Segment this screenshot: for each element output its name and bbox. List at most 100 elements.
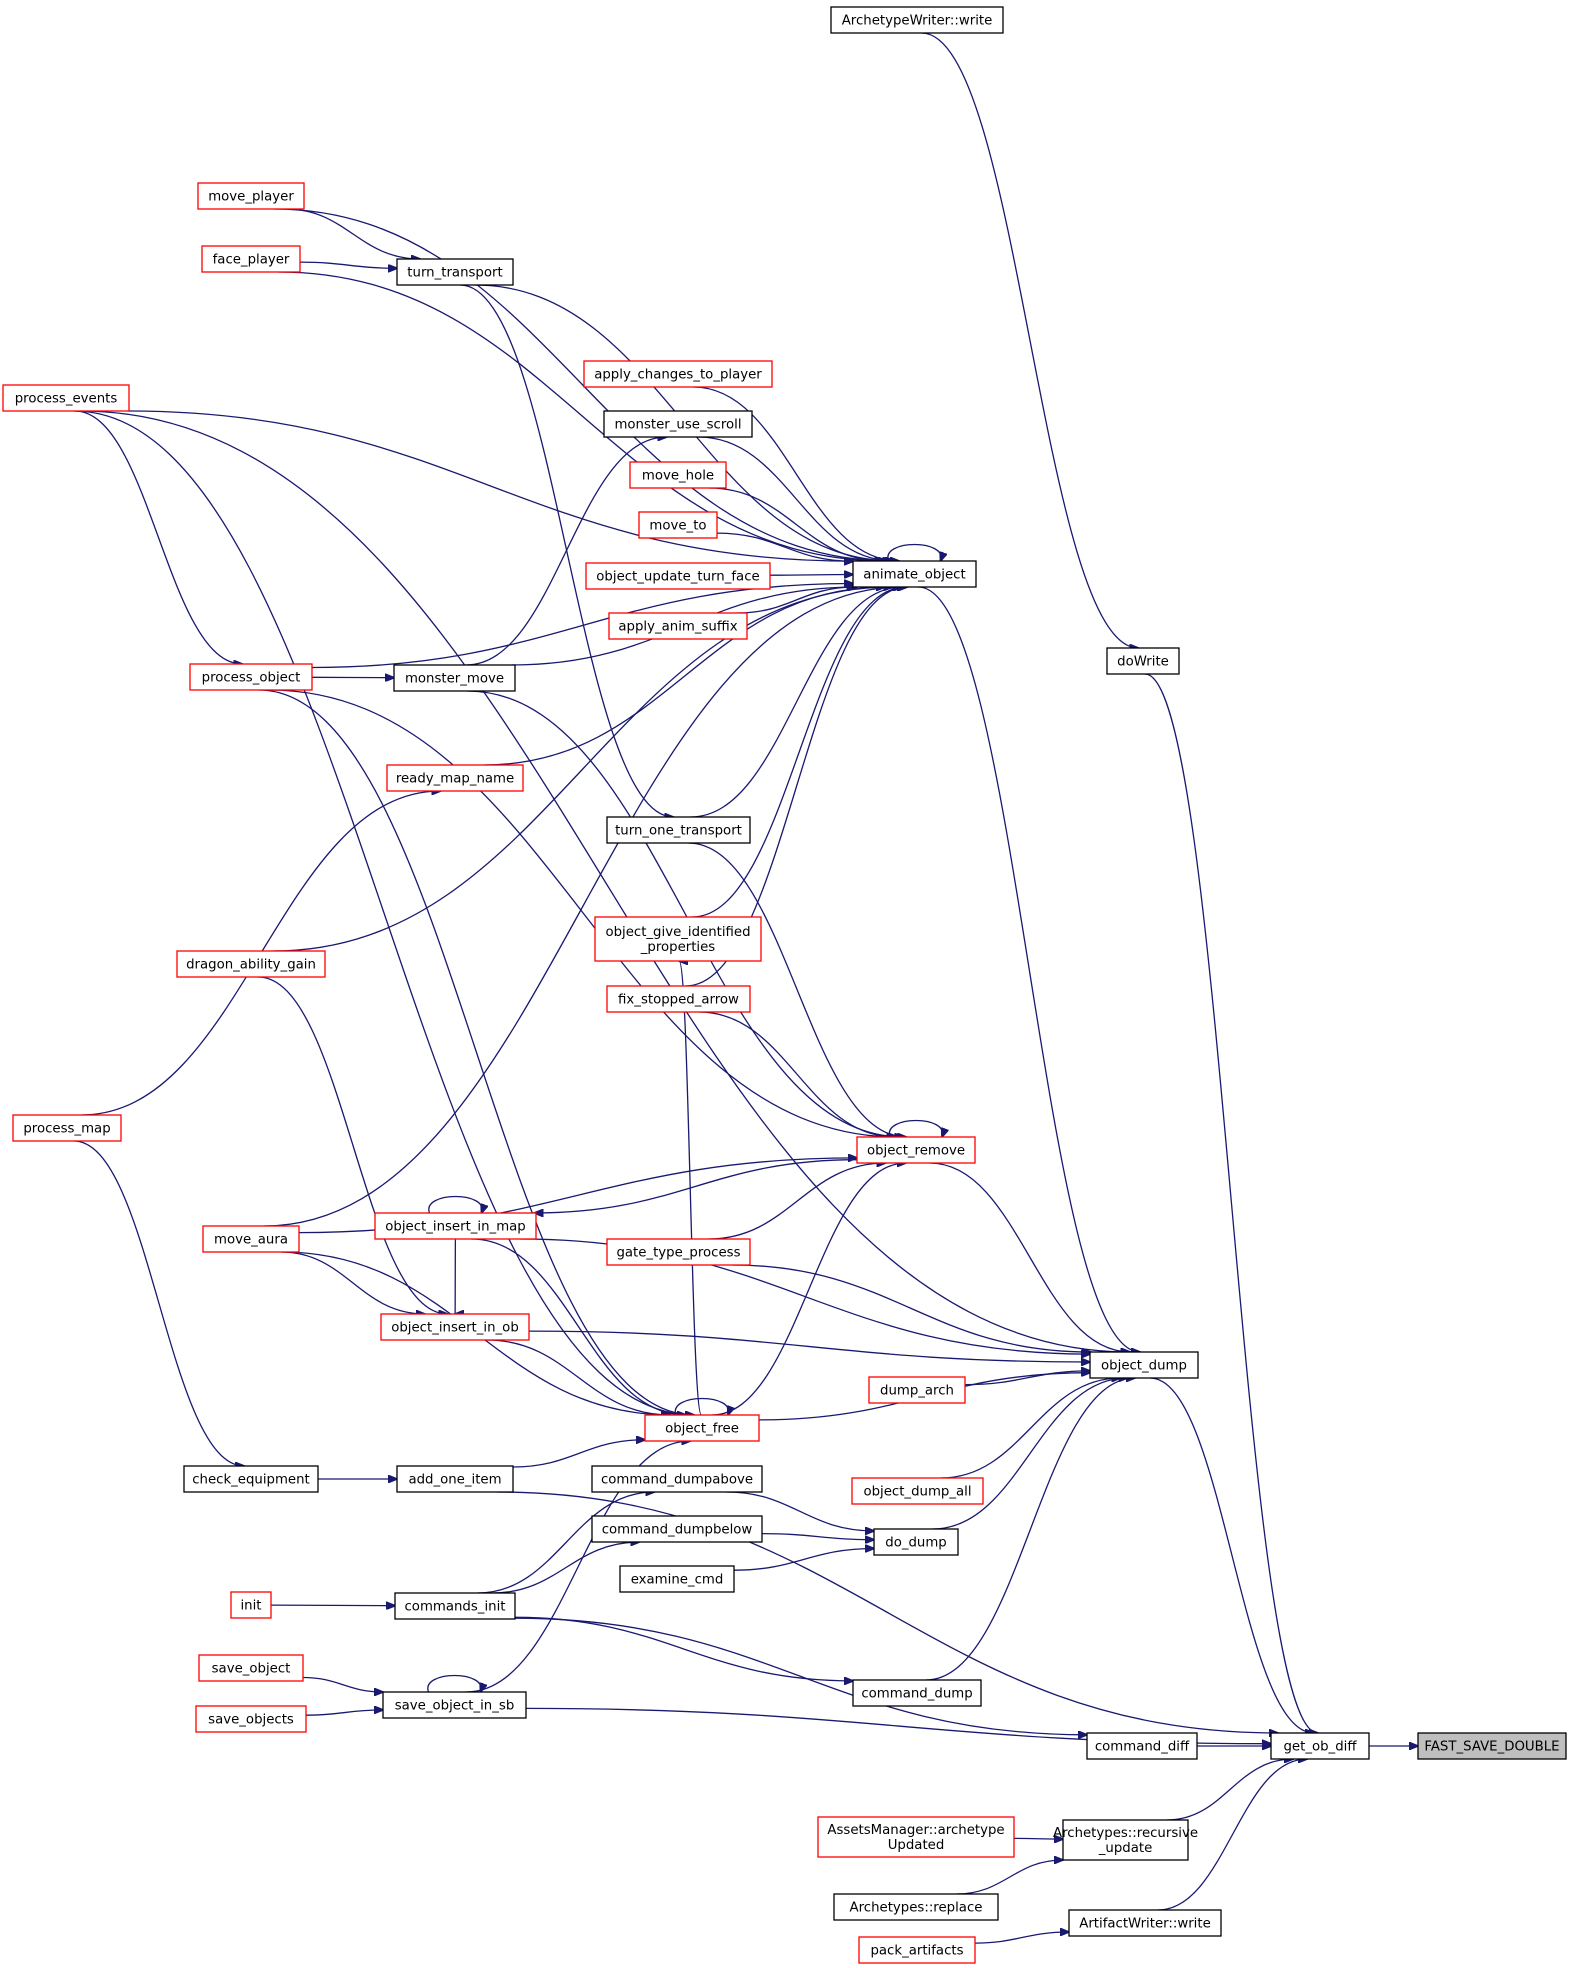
node-process_events[interactable]: process_events [2, 384, 130, 412]
node-pack_artifacts[interactable]: pack_artifacts [858, 1936, 976, 1964]
node-label: object_update_turn_face [596, 570, 759, 585]
node-box [619, 1565, 735, 1593]
node-turn_transport[interactable]: turn_transport [396, 258, 514, 286]
node-process_map[interactable]: process_map [12, 1114, 122, 1142]
node-archetypewriter_write[interactable]: ArchetypeWriter::write [830, 6, 1004, 34]
node-examine_cmd[interactable]: examine_cmd [619, 1565, 735, 1593]
node-apply_changes_to_player[interactable]: apply_changes_to_player [583, 360, 773, 388]
node-label: ArchetypeWriter::write [842, 14, 993, 29]
node-monster_use_scroll[interactable]: monster_use_scroll [603, 410, 753, 438]
node-object_dump_all[interactable]: object_dump_all [851, 1477, 984, 1505]
node-command_dumpabove[interactable]: command_dumpabove [591, 1465, 763, 1493]
node-box [195, 1705, 307, 1733]
node-label: ready_map_name [396, 772, 514, 787]
node-object_remove[interactable]: object_remove [856, 1136, 976, 1164]
edge-commands_init-to-command_diff [514, 1617, 1087, 1735]
node-face_player[interactable]: face_player [201, 245, 301, 273]
node-move_to[interactable]: move_to [638, 511, 718, 539]
node-move_hole[interactable]: move_hole [629, 461, 727, 489]
node-box [396, 1465, 514, 1493]
node-apply_anim_suffix[interactable]: apply_anim_suffix [608, 612, 748, 640]
node-label: do_dump [885, 1536, 947, 1551]
node-command_dump[interactable]: command_dump [852, 1679, 982, 1707]
node-init[interactable]: init [230, 1591, 272, 1619]
node-dowrite[interactable]: doWrite [1106, 647, 1180, 675]
node-box [382, 1691, 527, 1719]
node-get_ob_diff[interactable]: get_ob_diff [1270, 1732, 1370, 1760]
edge-object_insert_in_ob-to-object_free [486, 1339, 670, 1415]
node-box [1417, 1732, 1567, 1760]
node-animate_object[interactable]: animate_object [852, 560, 977, 588]
node-dragon_ability_gain[interactable]: dragon_ability_gain [176, 950, 326, 978]
edge-path [281, 1251, 425, 1314]
node-box [852, 1679, 982, 1707]
node-object_update_turn_face[interactable]: object_update_turn_face [585, 562, 771, 590]
node-box [638, 511, 718, 539]
edge-path [269, 689, 897, 1137]
node-check_equipment[interactable]: check_equipment [183, 1465, 319, 1493]
edge-path [716, 532, 853, 561]
edge-path [278, 271, 887, 561]
node-save_object[interactable]: save_object [198, 1654, 304, 1682]
node-do_dump[interactable]: do_dump [873, 1528, 959, 1556]
node-box [858, 1936, 976, 1964]
edge-path [940, 1378, 1121, 1479]
edge-object_remove-to-object_insert_in_map [534, 1159, 858, 1213]
edge-commands_init-to-command_dumpabove [477, 1492, 655, 1594]
node-save_object_in_sb[interactable]: save_object_in_sb [382, 1691, 527, 1719]
node-move_player[interactable]: move_player [197, 182, 305, 210]
node-label: turn_one_transport [615, 824, 742, 839]
node-process_object[interactable]: process_object [189, 663, 313, 691]
edge-path [258, 976, 447, 1314]
node-command_diff[interactable]: command_diff [1086, 1732, 1198, 1760]
edge-path [693, 386, 899, 561]
node-label: move_aura [214, 1233, 288, 1248]
node-label: check_equipment [192, 1473, 310, 1488]
node-dump_arch[interactable]: dump_arch [868, 1376, 966, 1404]
node-label: object_dump [1101, 1359, 1187, 1374]
node-add_one_item[interactable]: add_one_item [396, 1465, 514, 1493]
node-turn_one_transport[interactable]: turn_one_transport [606, 816, 751, 844]
edge-path [514, 1616, 853, 1681]
node-archetypes_recursive_update[interactable]: Archetypes::recursive_update [1053, 1819, 1198, 1861]
node-fix_stopped_arrow[interactable]: fix_stopped_arrow [606, 985, 751, 1013]
node-command_dumpbelow[interactable]: command_dumpbelow [591, 1515, 763, 1543]
node-monster_move[interactable]: monster_move [393, 664, 516, 692]
node-box [176, 950, 326, 978]
edge-path [761, 1532, 874, 1540]
edge-path [305, 1710, 383, 1716]
node-object_insert_in_map[interactable]: object_insert_in_map [374, 1212, 537, 1240]
node-object_free[interactable]: object_free [644, 1414, 760, 1442]
edge-path [956, 1860, 1063, 1895]
node-fast_save_double[interactable]: FAST_SAVE_DOUBLE [1417, 1732, 1567, 1760]
node-ready_map_name[interactable]: ready_map_name [386, 764, 524, 792]
node-object_give_identified_properties[interactable]: object_give_identified_properties [594, 916, 762, 962]
edge-pack_artifacts-to-artifactwriter_write [974, 1932, 1069, 1944]
edge-move_aura-to-animate_object [263, 587, 902, 1227]
node-gate_type_process[interactable]: gate_type_process [606, 1238, 751, 1266]
node-commands_init[interactable]: commands_init [394, 1592, 516, 1620]
edge-move_player-to-turn_transport [285, 208, 420, 259]
node-artifactwriter_write[interactable]: ArtifactWriter::write [1068, 1909, 1222, 1937]
edge-path [708, 1163, 886, 1240]
edge-path [299, 261, 397, 268]
edge-dragon_ability_gain-to-object_insert_in_ob [258, 976, 447, 1314]
node-box [606, 1238, 751, 1266]
edge-dragon_ability_gain-to-animate_object [273, 587, 892, 952]
node-box [852, 560, 977, 588]
node-label: object_insert_in_map [385, 1220, 526, 1235]
node-move_aura[interactable]: move_aura [202, 1225, 300, 1253]
node-label: AssetsManager::archetype [827, 1823, 1004, 1838]
node-save_objects[interactable]: save_objects [195, 1705, 307, 1733]
edge-path [477, 1492, 655, 1594]
edge-object_give_identified_properties-to-animate_object [692, 587, 906, 918]
node-object_insert_in_ob[interactable]: object_insert_in_ob [380, 1313, 530, 1341]
edge-save_objects-to-save_object_in_sb [305, 1710, 383, 1716]
node-archetypes_replace[interactable]: Archetypes::replace [833, 1893, 999, 1921]
edge-path [921, 32, 1139, 648]
node-object_dump[interactable]: object_dump [1089, 1351, 1199, 1379]
node-box [591, 1515, 763, 1543]
edge-monster_move-to-object_remove [467, 690, 903, 1137]
edge-path [674, 1397, 728, 1416]
